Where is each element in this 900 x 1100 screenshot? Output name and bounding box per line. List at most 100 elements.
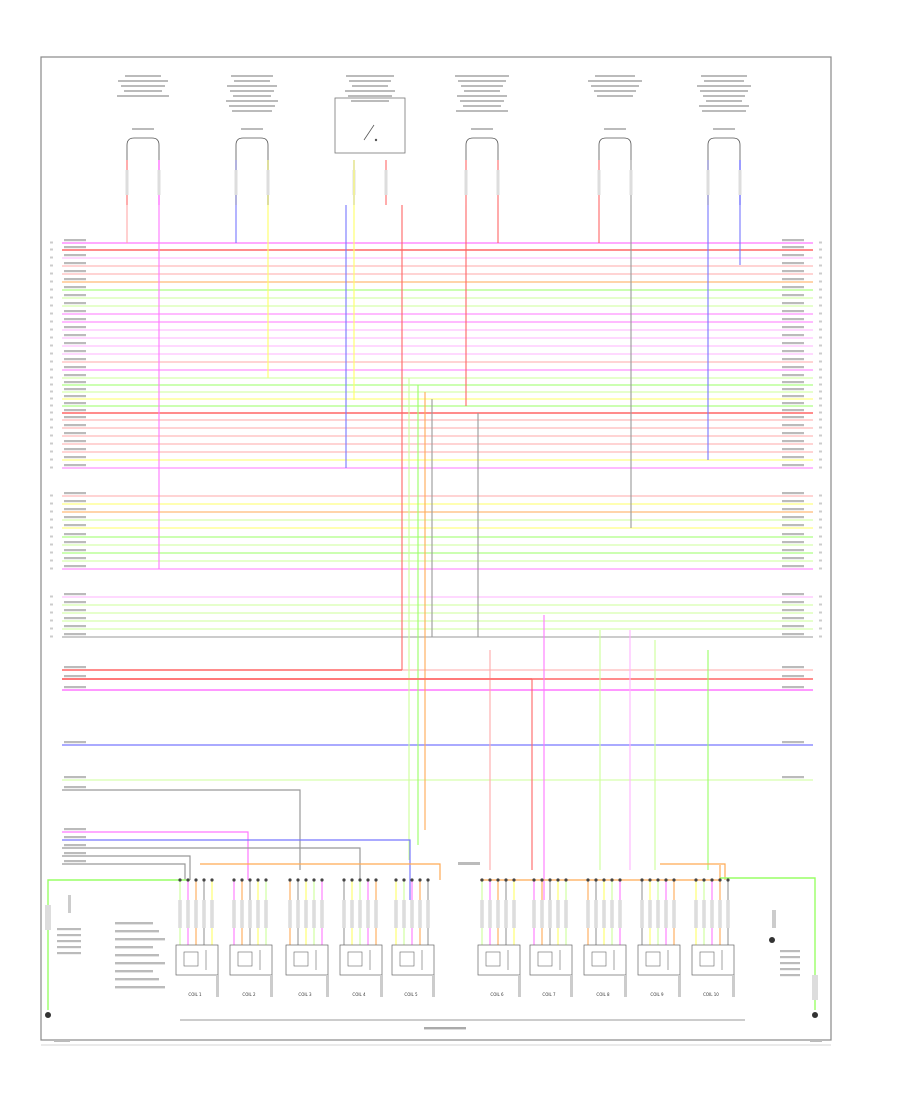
coil-1: COIL 1	[175, 878, 219, 997]
wire-tag	[694, 900, 698, 928]
ground-terminal	[45, 1012, 51, 1018]
pin-dot	[504, 878, 508, 882]
bus-wire-tag-left	[64, 508, 86, 511]
component-label-line	[348, 95, 392, 97]
wire-tag	[384, 170, 388, 195]
coil-8: COIL 8	[583, 878, 627, 997]
bus-wire-tag-right	[782, 516, 804, 519]
bus-wire-tag-right	[782, 464, 804, 467]
pin-dot	[618, 878, 622, 882]
wire-tag	[125, 170, 129, 195]
wire-tag	[394, 900, 398, 928]
bus-wire-tag-left	[64, 593, 86, 596]
pin-number-left	[50, 376, 53, 379]
pin-number-left	[50, 390, 53, 393]
wire-tag	[710, 900, 714, 928]
bus-wire-tag-left	[64, 456, 86, 459]
pin-number-right	[819, 404, 822, 407]
component-label-line	[697, 85, 751, 87]
pin-number-left	[50, 442, 53, 445]
coil-label: COIL 4	[352, 992, 366, 997]
coil-label: COIL 8	[596, 992, 610, 997]
wire-tag	[320, 900, 324, 928]
bus-wire-tag-right	[782, 262, 804, 265]
pin-number-right	[819, 611, 822, 614]
component-label-line	[231, 75, 273, 77]
pin-number-right	[819, 256, 822, 259]
connector-label	[471, 128, 493, 130]
pin-number-right	[819, 336, 822, 339]
wire-tag	[672, 900, 676, 928]
coil-9: COIL 9	[637, 878, 681, 997]
ground-terminal	[812, 1012, 818, 1018]
pin-dot	[342, 878, 346, 882]
bus-wire-tag-right	[782, 286, 804, 289]
ground-label-line	[57, 940, 81, 943]
bus-wire-tag-right	[782, 381, 804, 384]
pin-dot	[512, 878, 516, 882]
wire-tag	[68, 895, 71, 913]
bus-wire-tag-left	[64, 246, 86, 249]
pin-number-left	[50, 450, 53, 453]
pin-number-right	[819, 360, 822, 363]
bus-wire-tag-left	[64, 516, 86, 519]
pin-number-left	[50, 635, 53, 638]
connector-housing	[235, 137, 269, 165]
bus-wire-tag-left	[64, 310, 86, 313]
bus-wire-tag-right	[782, 686, 804, 689]
bus-wire-tag-right	[782, 609, 804, 612]
pin-dot	[702, 878, 706, 882]
pin-number-right	[819, 442, 822, 445]
component-label-line	[704, 80, 744, 82]
bus-lines	[50, 239, 822, 863]
pin-number-left	[50, 241, 53, 244]
bus-wire-tag-left	[64, 533, 86, 536]
pin-number-right	[819, 559, 822, 562]
coil-housing	[637, 944, 681, 976]
connector-housing	[126, 137, 160, 165]
pin-dot	[726, 878, 730, 882]
switch-contact	[363, 124, 375, 141]
pin-number-left	[50, 344, 53, 347]
coil-label: COIL 9	[650, 992, 664, 997]
bus-wire-tag-left	[64, 424, 86, 427]
pin-dot	[296, 878, 300, 882]
bus-wire-tag-right	[782, 533, 804, 536]
bus-wire-tag-left	[64, 666, 86, 669]
routing-wire	[62, 839, 411, 900]
bus-wire-tag-right	[782, 675, 804, 678]
ground-label-line	[57, 952, 81, 955]
wire-tag	[504, 900, 508, 928]
pin-number-left	[50, 397, 53, 400]
wire-tag	[410, 900, 414, 928]
bus-wire-tag-right	[782, 666, 804, 669]
pin-number-right	[819, 383, 822, 386]
pin-dot	[694, 878, 698, 882]
coil-10: COIL 10	[691, 878, 735, 997]
bus-wire-tag-left	[64, 334, 86, 337]
bus-wire-tag-right	[782, 541, 804, 544]
wire-tag	[270, 975, 273, 997]
pin-number-right	[819, 551, 822, 554]
pin-dot	[202, 878, 206, 882]
component-label-line	[455, 75, 509, 77]
pin-dot	[548, 878, 552, 882]
coil-6: COIL 6	[477, 878, 521, 997]
pin-dot	[564, 878, 568, 882]
pin-number-left	[50, 404, 53, 407]
pin-dot	[718, 878, 722, 882]
pin-dot	[358, 878, 362, 882]
bus-wire-tag-left	[64, 741, 86, 744]
pin-dot	[602, 878, 606, 882]
pin-number-left	[50, 248, 53, 251]
switch-box	[334, 97, 406, 154]
pin-number-right	[819, 458, 822, 461]
pin-dot	[648, 878, 652, 882]
component-label-line	[703, 95, 745, 97]
note-text-line	[115, 954, 159, 957]
component-label-line	[125, 75, 161, 77]
bus-wire-tag-right	[782, 776, 804, 779]
bus-wire-tag-right	[782, 617, 804, 620]
pin-number-left	[50, 312, 53, 315]
connector-housing	[598, 137, 632, 165]
